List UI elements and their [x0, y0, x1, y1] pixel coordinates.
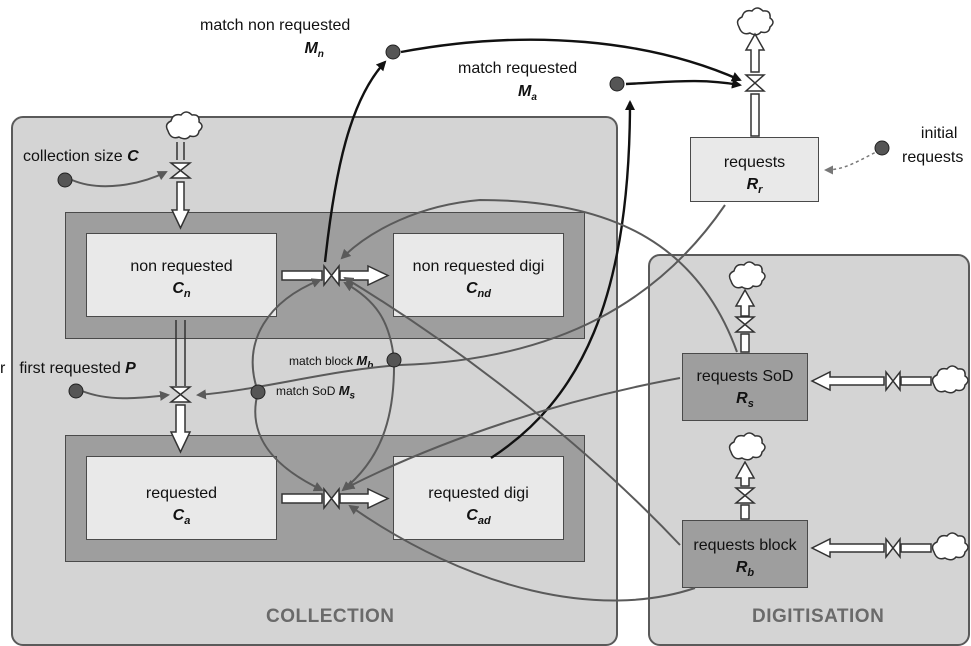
- cloud-icon: [165, 111, 203, 140]
- match-non-requested-label: match non requested Mn: [200, 17, 351, 61]
- match-requested-label: match requested Ma: [458, 60, 578, 104]
- cloud-icon: [736, 7, 774, 36]
- flow-pipes: [169, 32, 932, 559]
- valve-icons: [168, 74, 901, 560]
- match-sod-label: match SoD Ms: [276, 383, 356, 402]
- requests-stock[interactable]: requests Rr: [690, 137, 819, 202]
- match-requested-dot: [609, 76, 625, 92]
- first-requested-dot: [68, 383, 84, 399]
- requests-sod-label: requests SoD: [696, 368, 794, 385]
- cloud-icon: [931, 365, 969, 394]
- collection-size-dot: [57, 172, 73, 188]
- match-sod-dot: [250, 384, 266, 400]
- black-links: [323, 38, 742, 460]
- requests-symbol: Rr: [746, 176, 763, 197]
- auxiliary-dots: [57, 44, 890, 400]
- initial-requests-link: [824, 149, 881, 175]
- non-requested-digi-stock[interactable]: non requested digi Cnd: [393, 233, 564, 317]
- cloud-icon: [931, 532, 969, 561]
- match-non-requested-dot: [385, 44, 401, 60]
- initial-requests-dot: [874, 140, 890, 156]
- non-requested-label: non requested: [130, 258, 233, 275]
- digitisation-title: DIGITISATION: [752, 606, 885, 627]
- requests-sod-stock[interactable]: requests SoD Rs: [682, 353, 808, 421]
- collection-size-label: collection size C: [23, 148, 139, 165]
- non-requested-digi-symbol: Cnd: [465, 280, 491, 301]
- gray-links: [71, 171, 738, 602]
- requests-block-symbol: Rb: [735, 559, 755, 580]
- requested-label: requested: [145, 485, 218, 502]
- requested-symbol: Ca: [172, 507, 191, 528]
- requests-block-label: requests block: [693, 537, 797, 554]
- non-requested-stock[interactable]: non requested Cn: [86, 233, 277, 317]
- match-block-label: match block Mb: [289, 353, 374, 372]
- requests-sod-symbol: Rs: [736, 390, 754, 411]
- match-block-dot: [386, 352, 402, 368]
- requested-digi-stock[interactable]: requested digi Cad: [393, 456, 564, 540]
- cloud-icon: [728, 432, 766, 461]
- requested-stock[interactable]: requested Ca: [86, 456, 277, 540]
- non-requested-digi-label: non requested digi: [412, 258, 545, 275]
- non-requested-symbol: Cn: [172, 280, 191, 301]
- requested-digi-label: requested digi: [428, 485, 529, 502]
- cloud-icon: [728, 261, 766, 290]
- requests-label: requests: [723, 154, 786, 171]
- requested-digi-symbol: Cad: [466, 507, 491, 528]
- collection-title: COLLECTION: [266, 606, 395, 627]
- requests-block-stock[interactable]: requests block Rb: [682, 520, 808, 588]
- initial-requests-label: initial requests: [902, 125, 964, 166]
